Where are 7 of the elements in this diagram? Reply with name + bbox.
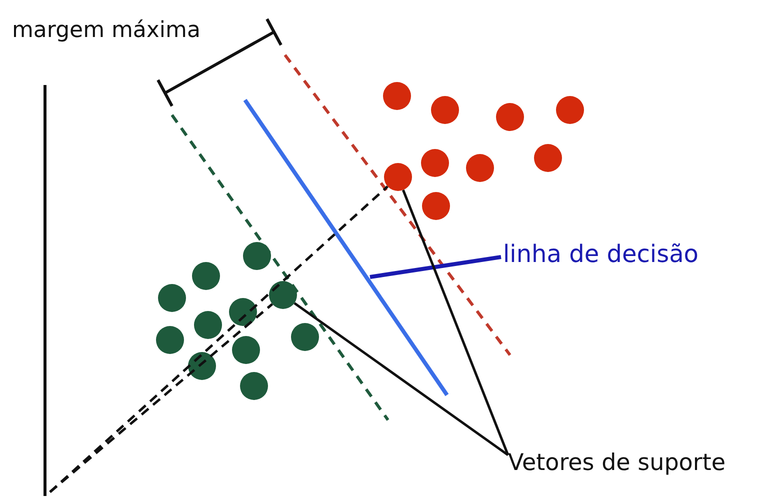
decision-line (243, 98, 449, 396)
callout-label: Vetores de suporte (508, 450, 726, 476)
dimension-label: margem máxima (12, 18, 200, 43)
leader-line (402, 190, 510, 456)
leader-line (370, 255, 502, 279)
leader-line (294, 302, 509, 456)
callout-label: linha de decisão (503, 240, 698, 268)
